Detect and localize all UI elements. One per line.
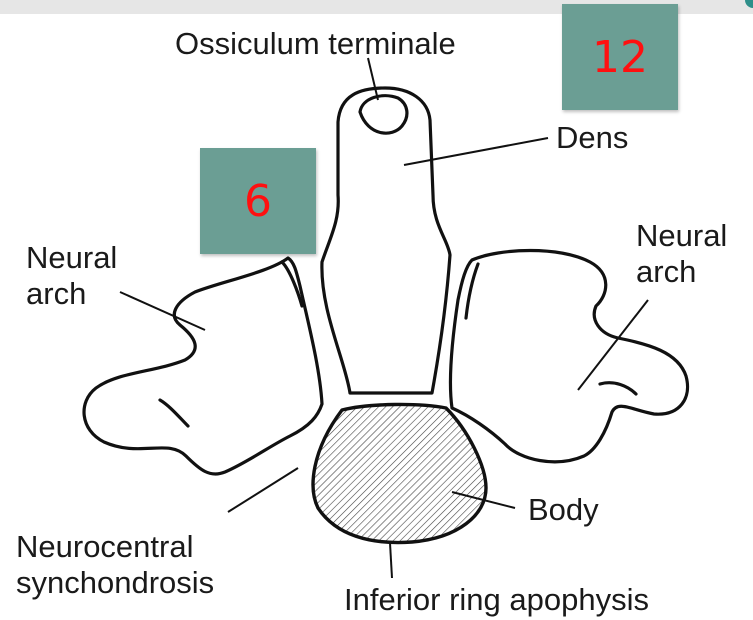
leader-ossiculum bbox=[368, 58, 378, 100]
left-neural-arch-shape bbox=[84, 258, 322, 474]
leader-neural-arch-left bbox=[120, 292, 205, 330]
number-badge-12: 12 bbox=[562, 4, 678, 110]
label-neural-arch-left-line1: Neural bbox=[26, 240, 117, 275]
label-neurocentral-line2: synchondrosis bbox=[16, 565, 214, 600]
leader-neural-arch-right bbox=[578, 300, 648, 390]
label-dens: Dens bbox=[556, 120, 628, 155]
left-arch-inner-notch bbox=[160, 400, 188, 426]
leader-inferior-ring bbox=[390, 543, 392, 578]
leader-dens bbox=[404, 138, 548, 165]
body-shape bbox=[313, 404, 486, 542]
leader-neurocentral bbox=[228, 468, 298, 512]
badge-12-text: 12 bbox=[592, 32, 648, 83]
label-neurocentral-line1: Neurocentral bbox=[16, 529, 193, 564]
right-arch-joint bbox=[466, 264, 478, 318]
badge-6-text: 6 bbox=[244, 176, 272, 227]
number-badge-6: 6 bbox=[200, 148, 316, 254]
label-neural-arch-right-line2: arch bbox=[636, 254, 696, 289]
label-inferior-ring-apophysis: Inferior ring apophysis bbox=[344, 582, 649, 617]
ossiculum-terminale-shape bbox=[360, 96, 407, 133]
label-ossiculum-terminale: Ossiculum terminale bbox=[175, 26, 456, 61]
label-neural-arch-left-line2: arch bbox=[26, 276, 86, 311]
right-arch-inner-notch bbox=[600, 383, 636, 394]
label-neural-arch-right-line1: Neural bbox=[636, 218, 727, 253]
label-body: Body bbox=[528, 492, 599, 527]
